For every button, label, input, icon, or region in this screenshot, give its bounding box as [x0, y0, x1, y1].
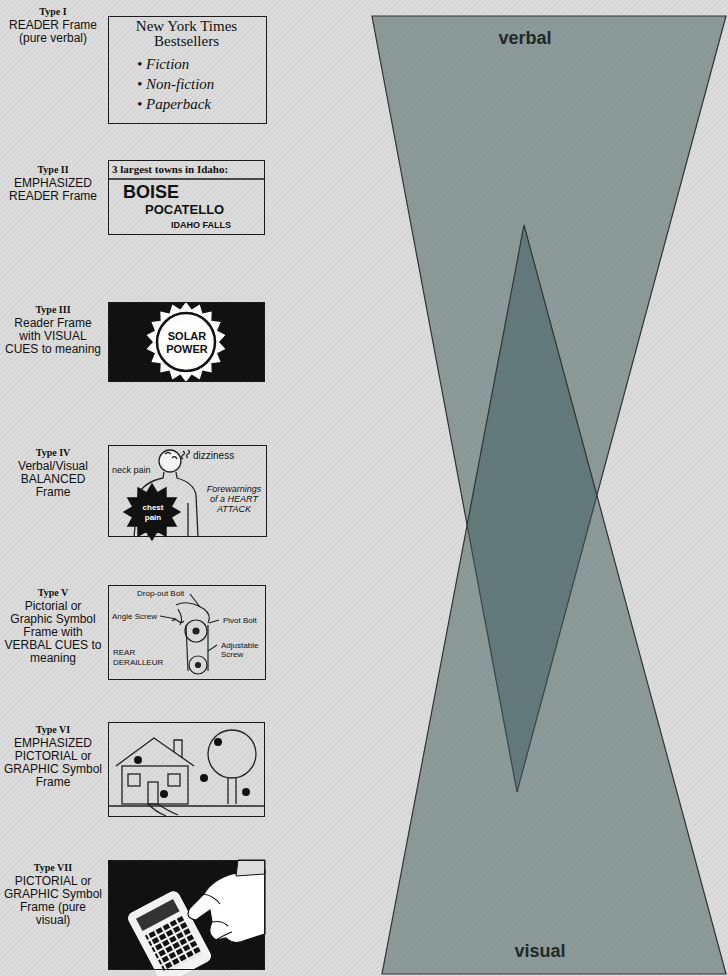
frame-type-name: READER Frame (pure verbal): [3, 19, 103, 45]
frame-text: Forewarnings of a HEART ATTACK: [204, 484, 264, 514]
frame-text: Adjustable Screw: [221, 641, 263, 659]
frame-type-name: Verbal/Visual BALANCED Frame: [3, 460, 103, 499]
house-drawing: [108, 730, 265, 816]
solar-burst: [108, 302, 265, 382]
type-label: Type IVVerbal/Visual BALANCED Frame: [3, 446, 103, 499]
balanced-frame: Type IVVerbal/Visual BALANCED Frameneck …: [108, 445, 267, 537]
frame-text: Angle Screw: [112, 612, 162, 621]
type-label: Type IIIReader Frame with VISUAL CUES to…: [3, 303, 103, 356]
derailleur-drawing: [160, 594, 219, 674]
frame-text: New York Times Bestsellers: [109, 19, 264, 49]
frame-type-name: Reader Frame with VISUAL CUES to meaning: [3, 317, 103, 356]
reader-frame: Type IREADER Frame (pure verbal)New York…: [108, 16, 267, 124]
visual-triangle: visual: [382, 225, 726, 974]
frame-text: • Paperback: [137, 95, 262, 113]
frame-text: REAR DERAILLEUR: [113, 648, 169, 668]
frame-text: neck pain: [112, 465, 156, 475]
emphasized-reader-frame: Type IIEMPHASIZED READER Frame3 largest …: [108, 160, 265, 235]
frame-text: visual: [485, 941, 595, 961]
pure-visual-frame: Type VIIPICTORIAL or GRAPHIC Symbol Fram…: [108, 860, 265, 970]
type-label: Type VIIPICTORIAL or GRAPHIC Symbol Fram…: [3, 861, 103, 927]
type-number: Type VI: [3, 723, 103, 736]
type-number: Type IV: [3, 446, 103, 459]
frame-text: IDAHO FALLS: [171, 220, 261, 230]
type-label: Type IREADER Frame (pure verbal): [3, 5, 103, 45]
frame-text: SOLAR POWER: [163, 330, 211, 356]
type-number: Type I: [3, 5, 103, 18]
pictorial-cue-frame: Type VPictorial or Graphic Symbol Frame …: [108, 585, 266, 680]
frame-text: verbal: [470, 28, 580, 48]
type-label: Type VPictorial or Graphic Symbol Frame …: [3, 586, 103, 665]
type-number: Type VII: [3, 861, 103, 874]
frame-text: chest pain: [137, 503, 169, 523]
frame-type-name: EMPHASIZED PICTORIAL or GRAPHIC Symbol F…: [3, 737, 103, 789]
frame-text: BOISE: [123, 183, 253, 202]
frame-text: Pivot Bolt: [223, 616, 263, 625]
type-label: Type VIEMPHASIZED PICTORIAL or GRAPHIC S…: [3, 723, 103, 789]
frame-text: Drop-out Bolt: [137, 589, 193, 598]
frame-text: • Fiction: [137, 55, 262, 73]
header-rule: [108, 178, 265, 180]
frame-type-name: PICTORIAL or GRAPHIC Symbol Frame (pure …: [3, 875, 103, 927]
triangle-outline: [382, 225, 726, 974]
type-number: Type II: [3, 163, 103, 176]
frame-type-name: EMPHASIZED READER Frame: [3, 177, 103, 203]
frame-text: dizziness: [193, 450, 259, 461]
triangle-shape: [382, 225, 726, 974]
type-number: Type III: [3, 303, 103, 316]
frame-text: • Non-fiction: [137, 75, 262, 93]
frame-type-name: Pictorial or Graphic Symbol Frame with V…: [3, 600, 103, 665]
type-number: Type V: [3, 586, 103, 599]
hand-device-drawing: [108, 860, 265, 976]
frame-text: 3 largest towns in Idaho:: [112, 163, 262, 176]
frame-text: POCATELLO: [145, 203, 260, 217]
type-label: Type IIEMPHASIZED READER Frame: [3, 163, 103, 203]
emphasized-pictorial-frame: Type VIEMPHASIZED PICTORIAL or GRAPHIC S…: [108, 722, 265, 817]
person-figure: [124, 450, 198, 540]
visual-cue-frame: Type IIIReader Frame with VISUAL CUES to…: [108, 302, 265, 382]
